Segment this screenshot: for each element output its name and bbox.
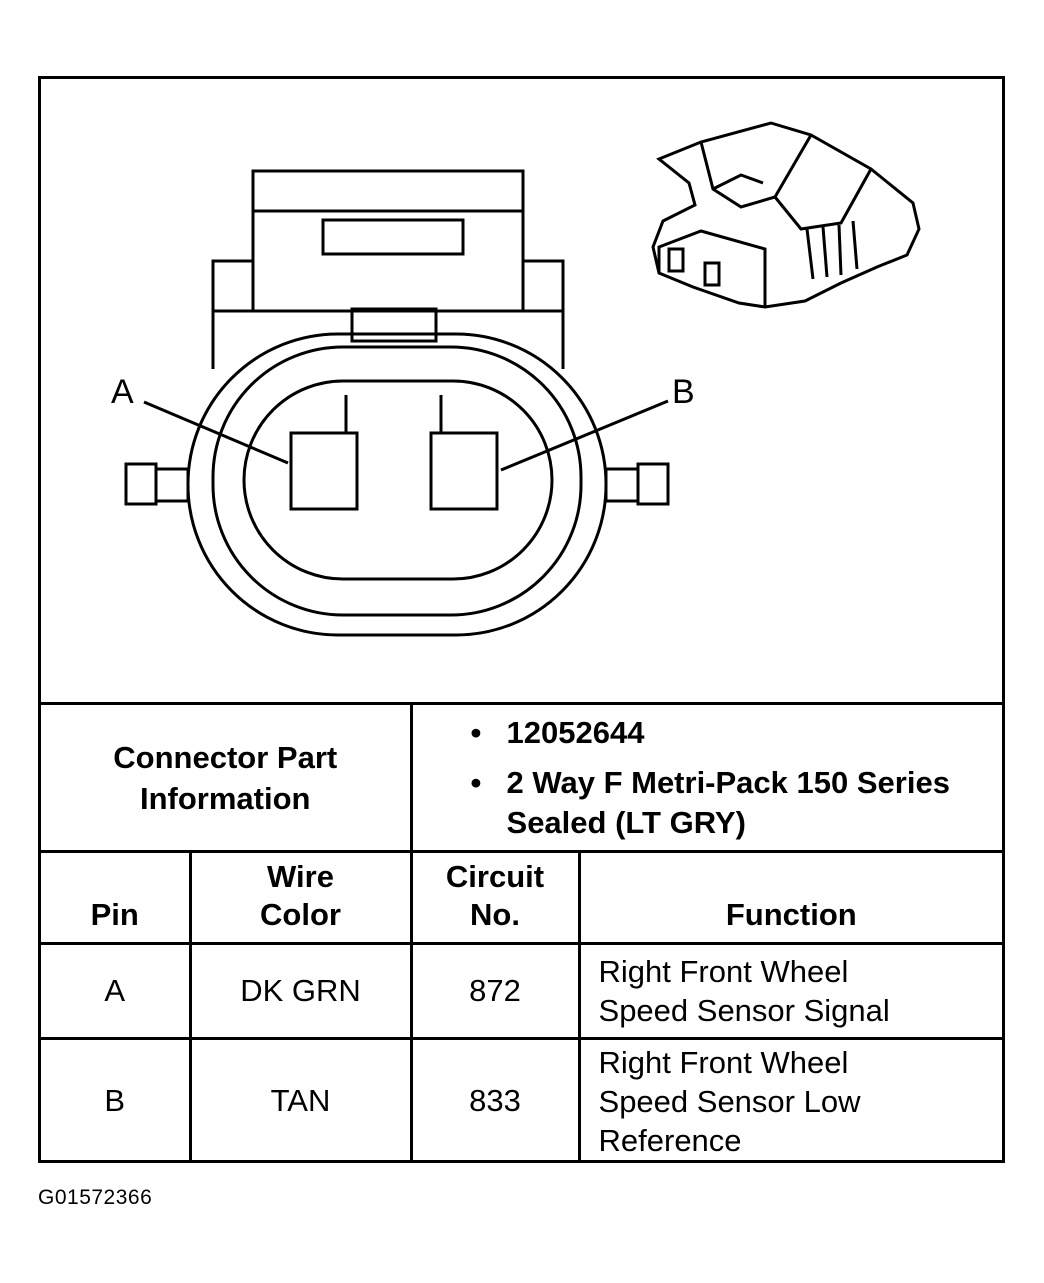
part-number: 12052644: [506, 714, 645, 750]
connector-type: 2 Way F Metri-Pack 150 Series Sealed (LT…: [506, 764, 950, 840]
header-function: Function: [577, 850, 1003, 945]
pin-label-b: B: [672, 373, 695, 411]
pin-label-a: A: [111, 373, 134, 411]
header-wire-color: Wire Color: [188, 850, 413, 945]
row-b-circuit: 833: [409, 1037, 581, 1163]
row-a-circuit: 872: [409, 942, 581, 1040]
inner-oval: [242, 379, 554, 581]
row-b-wire-color: TAN: [188, 1037, 413, 1163]
connector-part-info-label: Connector Part Information: [41, 702, 413, 853]
connector-part-info-row: Connector Part Information •12052644 •2 …: [41, 702, 1003, 853]
table-row: B TAN 833 Right Front Wheel Speed Sensor…: [41, 1037, 1003, 1163]
center-key: [350, 307, 438, 343]
row-a-function: Right Front Wheel Speed Sensor Signal: [577, 942, 1003, 1040]
connector-diagram: A B: [41, 79, 1002, 703]
connector-part-info-values: •12052644 •2 Way F Metri-Pack 150 Series…: [409, 702, 1003, 853]
connector-face-drawing: [124, 121, 921, 637]
pin-cavity-b: [429, 431, 499, 511]
latch-window: [321, 218, 465, 256]
part-number-item: •12052644: [471, 713, 1003, 753]
row-b-pin: B: [41, 1037, 192, 1163]
latch-block: [251, 169, 525, 313]
table-header-row: Pin Wire Color Circuit No. Function: [41, 850, 1003, 945]
middle-oval: [211, 345, 583, 617]
row-a-wire-color: DK GRN: [188, 942, 413, 1040]
leader-a: [143, 400, 289, 465]
connector-figure-frame: A B Connector Part Information •12052644…: [38, 76, 1005, 1163]
header-circuit-no: Circuit No.: [409, 850, 581, 945]
row-b-function: Right Front Wheel Speed Sensor Low Refer…: [577, 1037, 1003, 1163]
header-pin: Pin: [41, 850, 192, 945]
figure-id: G01572366: [38, 1186, 153, 1209]
row-a-pin: A: [41, 942, 192, 1040]
connector-table: Connector Part Information •12052644 •2 …: [41, 702, 1003, 1163]
table-row: A DK GRN 872 Right Front Wheel Speed Sen…: [41, 942, 1003, 1040]
connector-type-item: •2 Way F Metri-Pack 150 Series Sealed (L…: [471, 763, 1003, 843]
outer-oval: [186, 332, 608, 637]
pin-cavity-a: [289, 431, 359, 511]
connector-illustration: [651, 121, 921, 309]
leader-b: [500, 399, 669, 472]
